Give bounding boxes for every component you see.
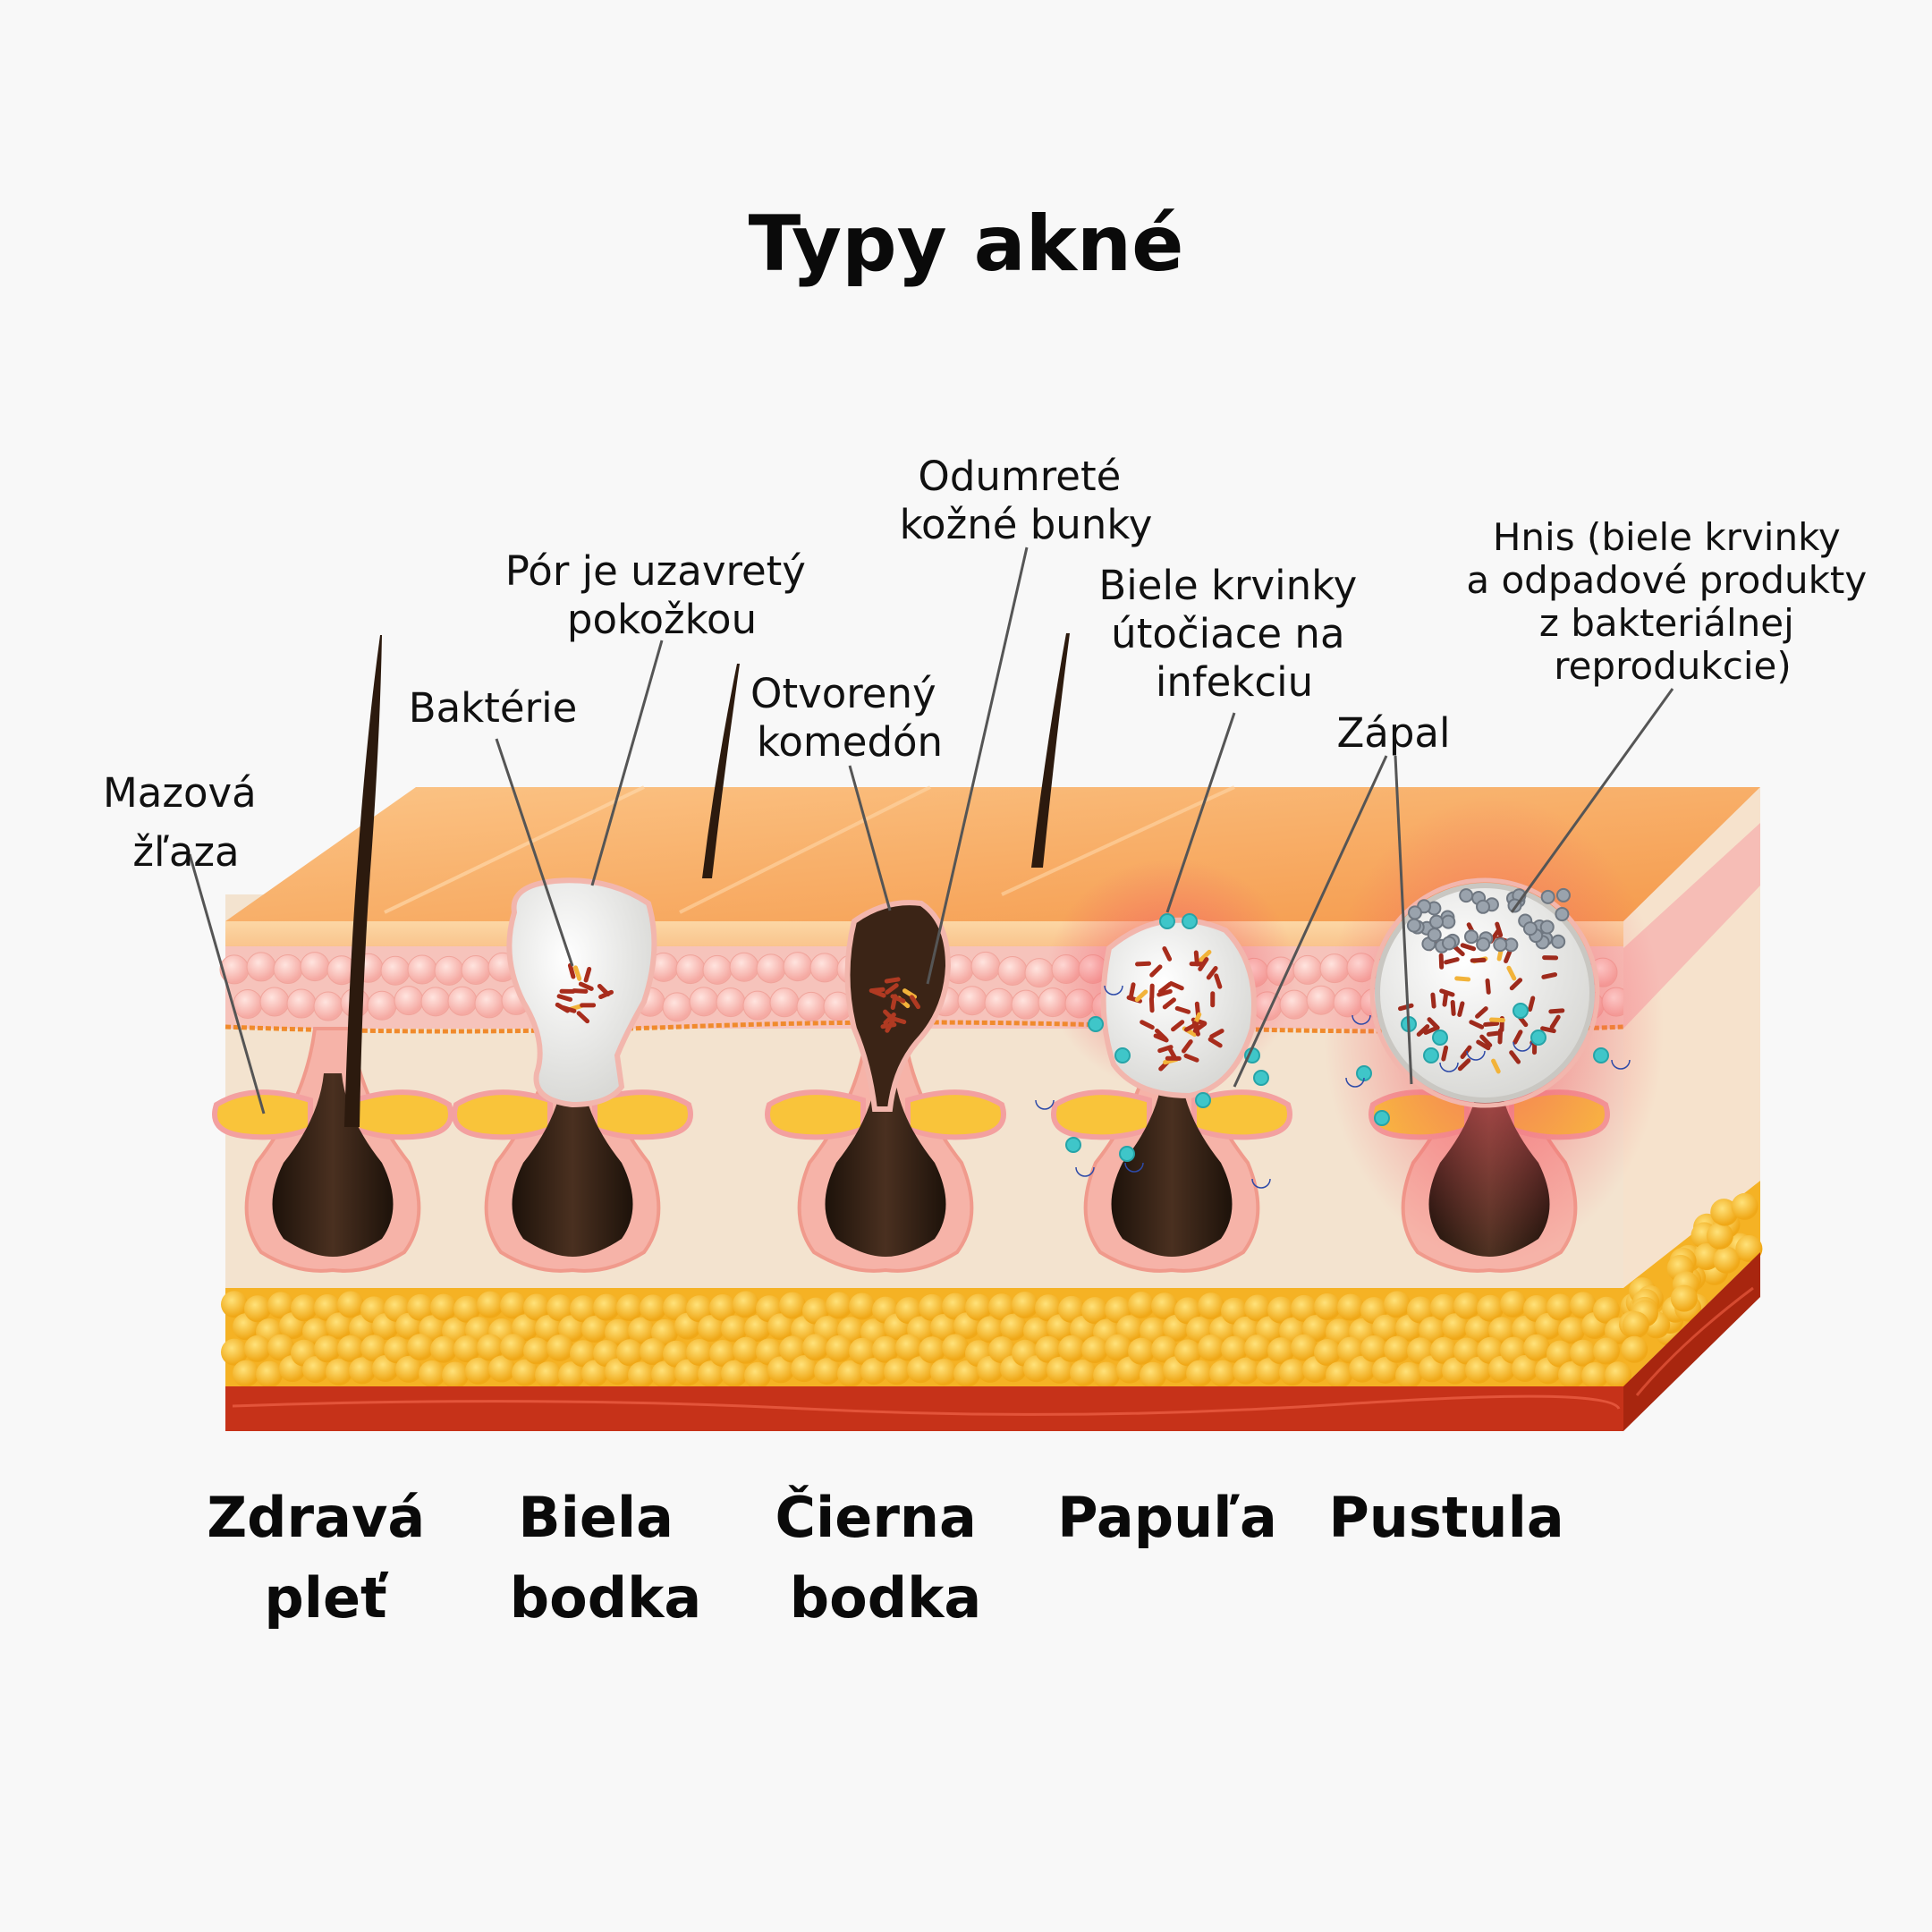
follicle-1 <box>212 1027 453 1273</box>
muscle-layer <box>225 1386 1623 1431</box>
blackhead-plug <box>844 900 952 1112</box>
leader-lines <box>188 547 1674 1114</box>
label-pore-closed: Pór je uzavretý pokožkou <box>505 547 819 643</box>
label-bacteria: Baktérie <box>409 684 578 732</box>
stage-labels: Zdravá pleť Biela bodka Čierna bodka Pap… <box>207 1485 1563 1631</box>
hair-papule <box>1031 633 1070 868</box>
diagram-title: Typy akné <box>749 199 1184 289</box>
basement-membrane <box>225 1020 1624 1034</box>
stage-blackhead: Čierna bodka <box>775 1485 996 1631</box>
stage-papule: Papuľa <box>1057 1485 1277 1550</box>
papule-sac <box>1100 917 1257 1099</box>
hair-healthy <box>344 635 382 1127</box>
follicle-4 <box>1051 1027 1292 1273</box>
label-inflammation: Zápal <box>1336 709 1450 757</box>
label-open-comedone: Otvorený komedón <box>750 670 949 766</box>
stage-pustule: Pustula <box>1328 1485 1563 1550</box>
pustule-sac <box>1369 877 1600 1108</box>
follicle-2 <box>452 1027 693 1273</box>
whitehead-plug <box>506 877 657 1108</box>
label-dead-skin-cells: Odumreté kožné bunky <box>900 453 1153 548</box>
stage-whitehead: Biela bodka <box>510 1485 701 1631</box>
hair-blackhead <box>702 664 740 878</box>
label-white-blood-cells: Biele krvinky útočiace na infekciu <box>1098 562 1369 706</box>
callout-labels: Mazová žľaza Baktérie Pór je uzavretý po… <box>103 453 1878 876</box>
label-sebaceous-gland: Mazová žľaza <box>103 769 269 876</box>
stage-healthy-skin: Zdravá pleť <box>207 1485 445 1631</box>
label-pus: Hnis (biele krvinky a odpadové produkty … <box>1466 515 1878 688</box>
follicle-3 <box>765 1027 1006 1273</box>
